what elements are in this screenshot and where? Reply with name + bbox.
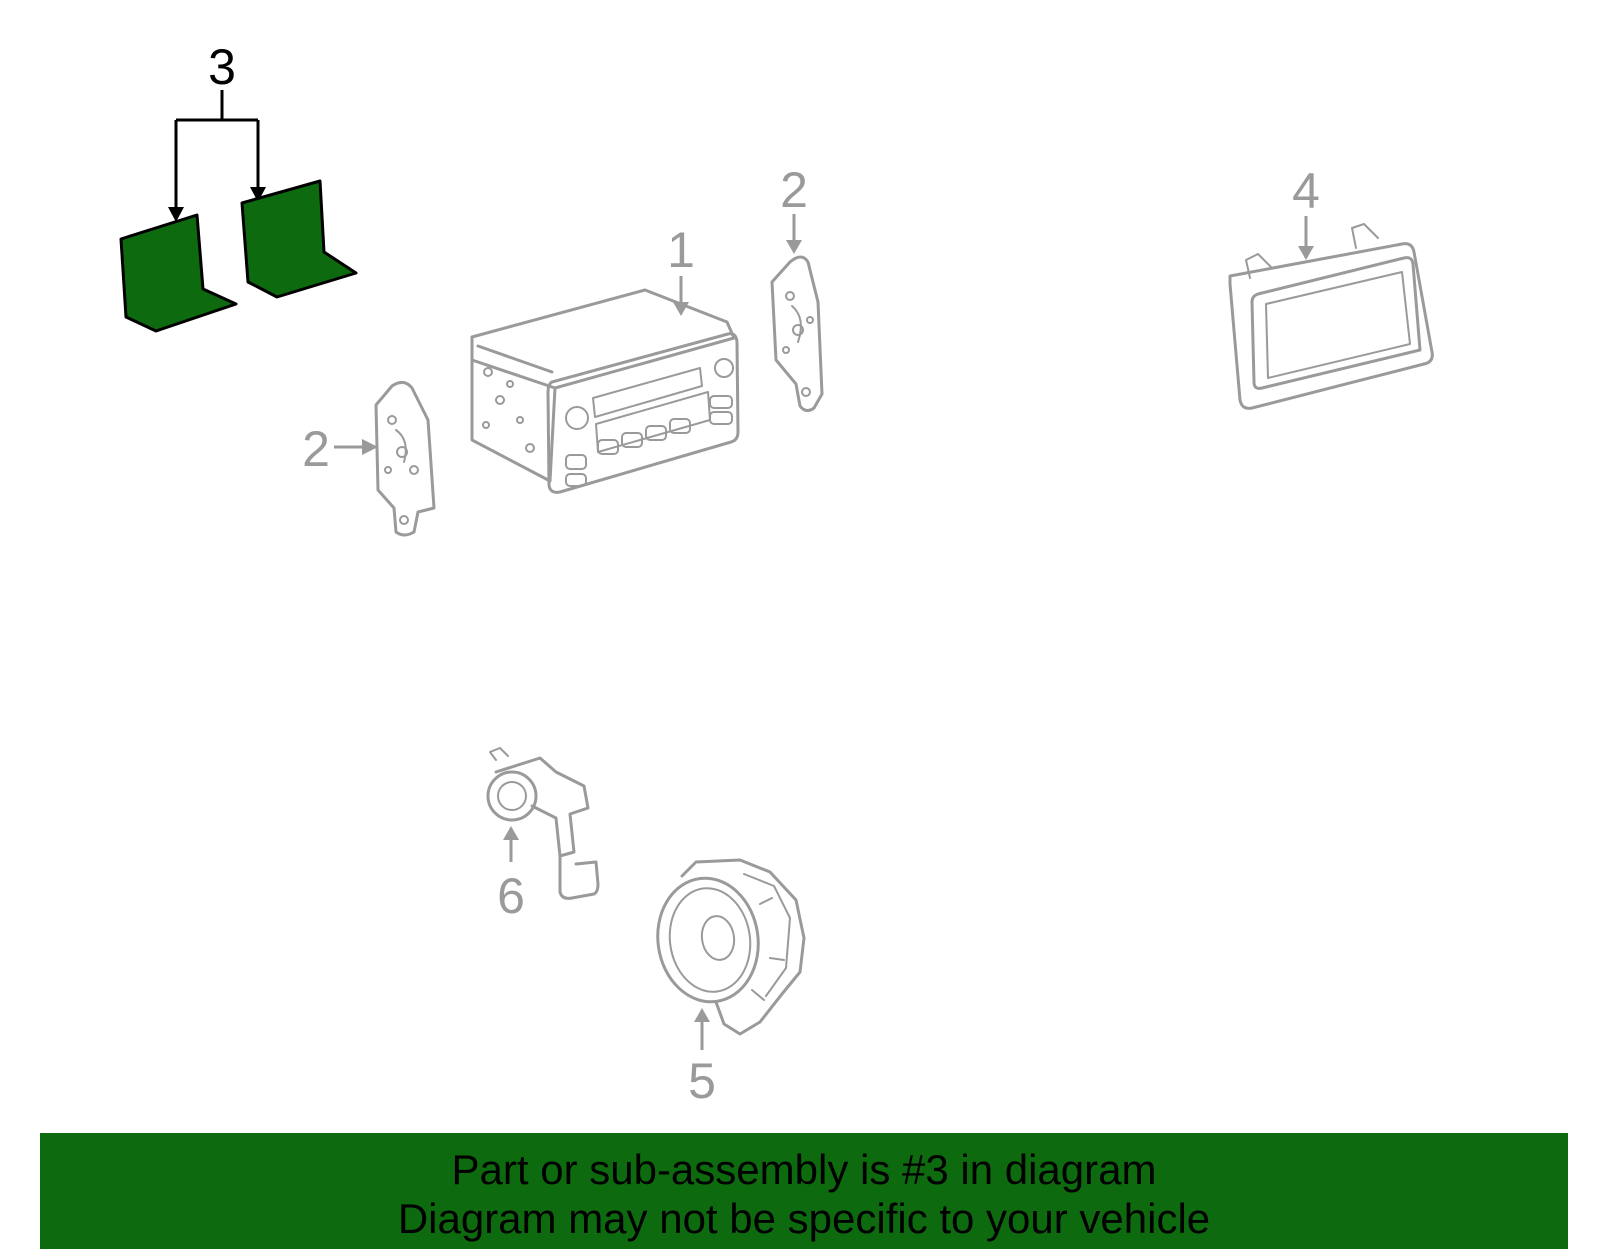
callout-4: 4 <box>1292 163 1320 219</box>
part-5-speaker[interactable]: 5 <box>650 858 806 1109</box>
banner-line-1: Part or sub-assembly is #3 in diagram <box>451 1146 1157 1193</box>
callout-2-left: 2 <box>302 421 330 477</box>
banner-line-2: Diagram may not be specific to your vehi… <box>397 1195 1211 1242</box>
part-6-tweeter[interactable]: 6 <box>486 747 600 924</box>
callout-5: 5 <box>688 1053 716 1109</box>
part-2-left-bracket[interactable]: 2 <box>302 381 436 537</box>
bracket-right <box>240 179 358 299</box>
part-3-brackets[interactable]: 3 <box>119 39 358 333</box>
callout-2-right: 2 <box>780 162 808 218</box>
callout-3: 3 <box>208 39 236 95</box>
info-banner: Part or sub-assembly is #3 in diagram Di… <box>40 1133 1568 1249</box>
callout-6: 6 <box>497 868 525 924</box>
part-1-radio[interactable]: 1 <box>470 222 740 494</box>
callout-1: 1 <box>667 222 695 278</box>
part-4-bezel[interactable]: 4 <box>1228 163 1434 410</box>
part-2-right-bracket[interactable]: 2 <box>770 162 824 413</box>
bracket-left <box>119 213 238 333</box>
